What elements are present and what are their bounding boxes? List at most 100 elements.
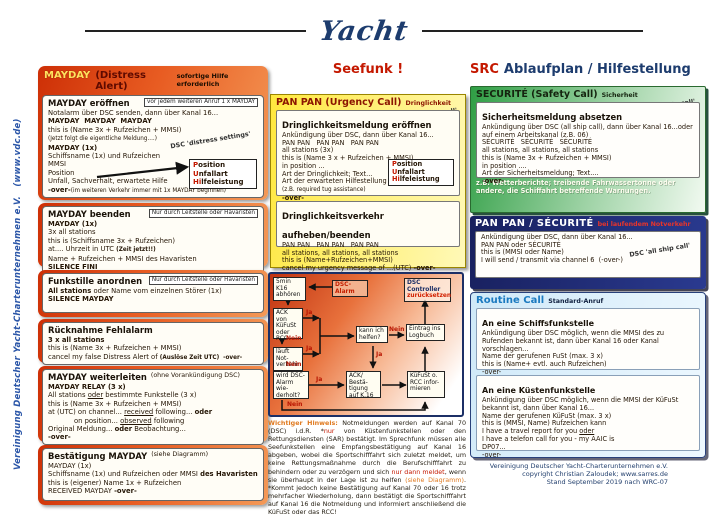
panpan-end-title: Dringlichkeitsverkehr aufheben/beenden: [282, 211, 384, 240]
flow-node-ack: ACK von KüFuSt oder RCC: [273, 308, 303, 342]
text-segment: nur: [323, 428, 335, 436]
text-line: MAYDAY (1x): [48, 220, 258, 228]
text-line: MAYDAY RELAY (3 x): [48, 383, 258, 391]
panpan-title: PAN PAN (Urgency Call): [276, 97, 402, 108]
text-segment: at (UTC) on channel...: [48, 408, 125, 417]
title-src-abbr: SRC: [470, 62, 499, 77]
flow-node-reset-line1: DSC Controller: [407, 280, 441, 293]
text-line: SILENCE MAYDAY: [48, 295, 258, 303]
text-segment: MMSI: [48, 160, 67, 169]
text-segment: Ankündigung über DSC, dann über Kanal 16…: [481, 233, 633, 241]
mayday-subtitle: (Distress Alert): [95, 70, 146, 92]
text-segment: I have a travel report for you: [482, 427, 580, 436]
text-segment: All stations: [48, 287, 92, 295]
text-segment: -over-: [282, 193, 305, 202]
text-segment: Hi: [193, 178, 202, 187]
securite-box: Sicherheitsmeldung absetzen Ankündigung …: [476, 102, 700, 185]
funkstille-panel: Funkstille anordnen Nur durch Leitstelle…: [38, 270, 268, 317]
text-segment: MAYDAY RELAY (3 x): [48, 383, 126, 391]
text-line: I have a telefon call for you - my AAIC …: [482, 435, 694, 444]
pansec-note: bei laufendem Notverkehr: [597, 221, 691, 228]
mayday-ack-box: Bestätigung MAYDAY (siehe Diagramm) MAYD…: [42, 448, 264, 501]
text-segment: Beobachtung...: [132, 425, 186, 434]
mayday-open-tag: vor jedem weiteren Anruf 1 x MAYDAY: [144, 98, 258, 107]
text-segment: DP07...: [482, 442, 506, 451]
flow-label-nein: Nein: [389, 326, 405, 333]
text-line: on position... observed following: [48, 417, 258, 425]
text-segment: -over-: [48, 433, 71, 442]
mayday-relay-title-note: (ohne Vorankündigung DSC): [150, 372, 240, 379]
text-segment: von Küstenfunkstellen oder den Rettungsd…: [268, 428, 469, 476]
text-line: -over-: [482, 177, 694, 186]
text-segment: in position ...: [282, 161, 325, 170]
text-segment: Original Meldung...: [48, 425, 115, 434]
text-line: cancel my false Distress Alert of (Auslö…: [48, 353, 258, 362]
funkstille-lines: All stations oder Name vom einzelnen Stö…: [48, 287, 258, 304]
mayday-open-box: MAYDAY eröffnen vor jedem weiteren Anruf…: [42, 95, 264, 199]
routine-title: Routine Call: [476, 295, 545, 306]
routine-ship-lines: Ankündigung über DSC möglich, wenn die M…: [482, 329, 694, 377]
text-line: -over-(im weiteren Verkehr immer mit 1x …: [48, 186, 258, 195]
text-segment: oder: [579, 427, 595, 436]
mayday-open-title: MAYDAY eröffnen: [48, 98, 130, 108]
text-line: Art der Dringlichkeit; Text...: [282, 170, 454, 179]
routine-coast-box: An eine Küstenfunkstelle Ankündigung übe…: [476, 375, 700, 458]
text-segment: Stand September 2019 nach WRC-07: [546, 478, 668, 486]
text-segment: Ankündigung über DSC möglich, wenn die M…: [482, 396, 681, 412]
funkstille-tag: Nur durch Leitstelle oder Havaristen: [148, 276, 258, 285]
text-line: Unfall, Sachverhalt, erwartete Hilfe: [48, 177, 258, 185]
wichtiger-hinweis: Wichtiger Hinweis: Notmeldungen werden a…: [268, 420, 466, 517]
text-segment: this is (MMSI oder Name): [481, 248, 564, 257]
routine-coast-lines: Ankündigung über DSC möglich, wenn die M…: [482, 396, 694, 459]
mayday-open-lines: Notalarm über DSC senden, dann über Kana…: [48, 109, 258, 195]
text-segment: -over-: [413, 264, 436, 273]
text-segment: bestimmte Funkstelle (3 x): [103, 391, 197, 400]
panpan-header: PAN PAN (Urgency Call)Dringlichkeit: [276, 97, 460, 108]
text-line: Original Meldung... oder Beobachtung...: [48, 425, 258, 433]
text-line: Position: [392, 159, 450, 169]
text-segment: Notmeldungen werden auf Kanal 70 (DSC) i…: [268, 420, 469, 436]
text-segment: oder: [194, 408, 213, 417]
text-line: this is (Name 3x + Rufzeichen + MMSI): [482, 154, 694, 163]
text-segment: this is (Schiffsname 3x + Rufzeichen): [48, 236, 176, 245]
text-line: this is (Name+Rufzeichen+MMSI): [282, 257, 454, 265]
text-segment: (im weiteren Verkehr immer mit 1x MAYDAY…: [70, 187, 227, 194]
text-line: (Jetzt folgt die eigentliche Meldung....…: [48, 134, 258, 143]
text-line: this is (Name+ evtl. auch Rufzeichen): [482, 360, 694, 369]
panpan-end-box: Dringlichkeitsverkehr aufheben/beenden P…: [276, 201, 460, 272]
flow-label-ja: Ja: [376, 351, 383, 358]
text-line: Ankündigung über DSC möglich, wenn die M…: [482, 396, 694, 413]
text-line: at.... Uhrzeit in UTC (Zeit jetzt!!): [48, 245, 258, 254]
text-segment: (Jetzt folgt die eigentliche Meldung....…: [48, 136, 157, 143]
flow-node-logbook: Eintrag ins Logbuch: [406, 324, 445, 342]
text-segment: MAYDAY (1x): [48, 462, 92, 470]
text-segment: this is (Name 3x + Rufzeichen + MMSI): [48, 399, 182, 408]
flow-label-nein: Nein: [286, 361, 302, 368]
text-segment: SÉCURITÉ SÉCURITÉ SÉCURITÉ: [482, 138, 593, 147]
text-line: All stations oder Name vom einzelnen Stö…: [48, 287, 258, 295]
text-segment: osition: [198, 161, 226, 169]
text-segment: this is (Name+ evtl. auch Rufzeichen): [482, 360, 607, 369]
flow-node-reset-controller: DSC Controller zurücksetzen: [404, 278, 451, 302]
text-segment: cancel my urgency message of ...(UTC): [282, 264, 414, 273]
text-segment: observed: [120, 416, 152, 425]
text-line: All stations oder bestimmte Funkstelle (…: [48, 391, 258, 399]
text-segment: this is (Name 3x + Rufzeichen + MMSI): [48, 344, 182, 353]
text-segment: Name + Rufzeichen + MMSI des Havaristen: [48, 254, 197, 263]
text-line: 3 x all stations: [48, 336, 258, 344]
text-line: in position ....: [482, 162, 694, 171]
text-segment: P: [392, 159, 397, 168]
securite-title: SECURITÉ (Safety Call): [476, 89, 598, 100]
text-line: PAN PAN PAN PAN PAN PAN: [282, 139, 454, 148]
text-segment: Art der erwarteten Hilfestellung: [282, 177, 387, 186]
text-line: Hilfeleistung: [193, 178, 253, 187]
text-line: MMSI: [48, 160, 258, 168]
securite-panel: SECURITÉ (Safety Call)Sicherheit DSC 'al…: [470, 86, 706, 213]
title-seefunk: Seefunk !: [332, 62, 404, 77]
text-line: Wichtiger Hinweis: Notmeldungen werden a…: [268, 420, 466, 517]
